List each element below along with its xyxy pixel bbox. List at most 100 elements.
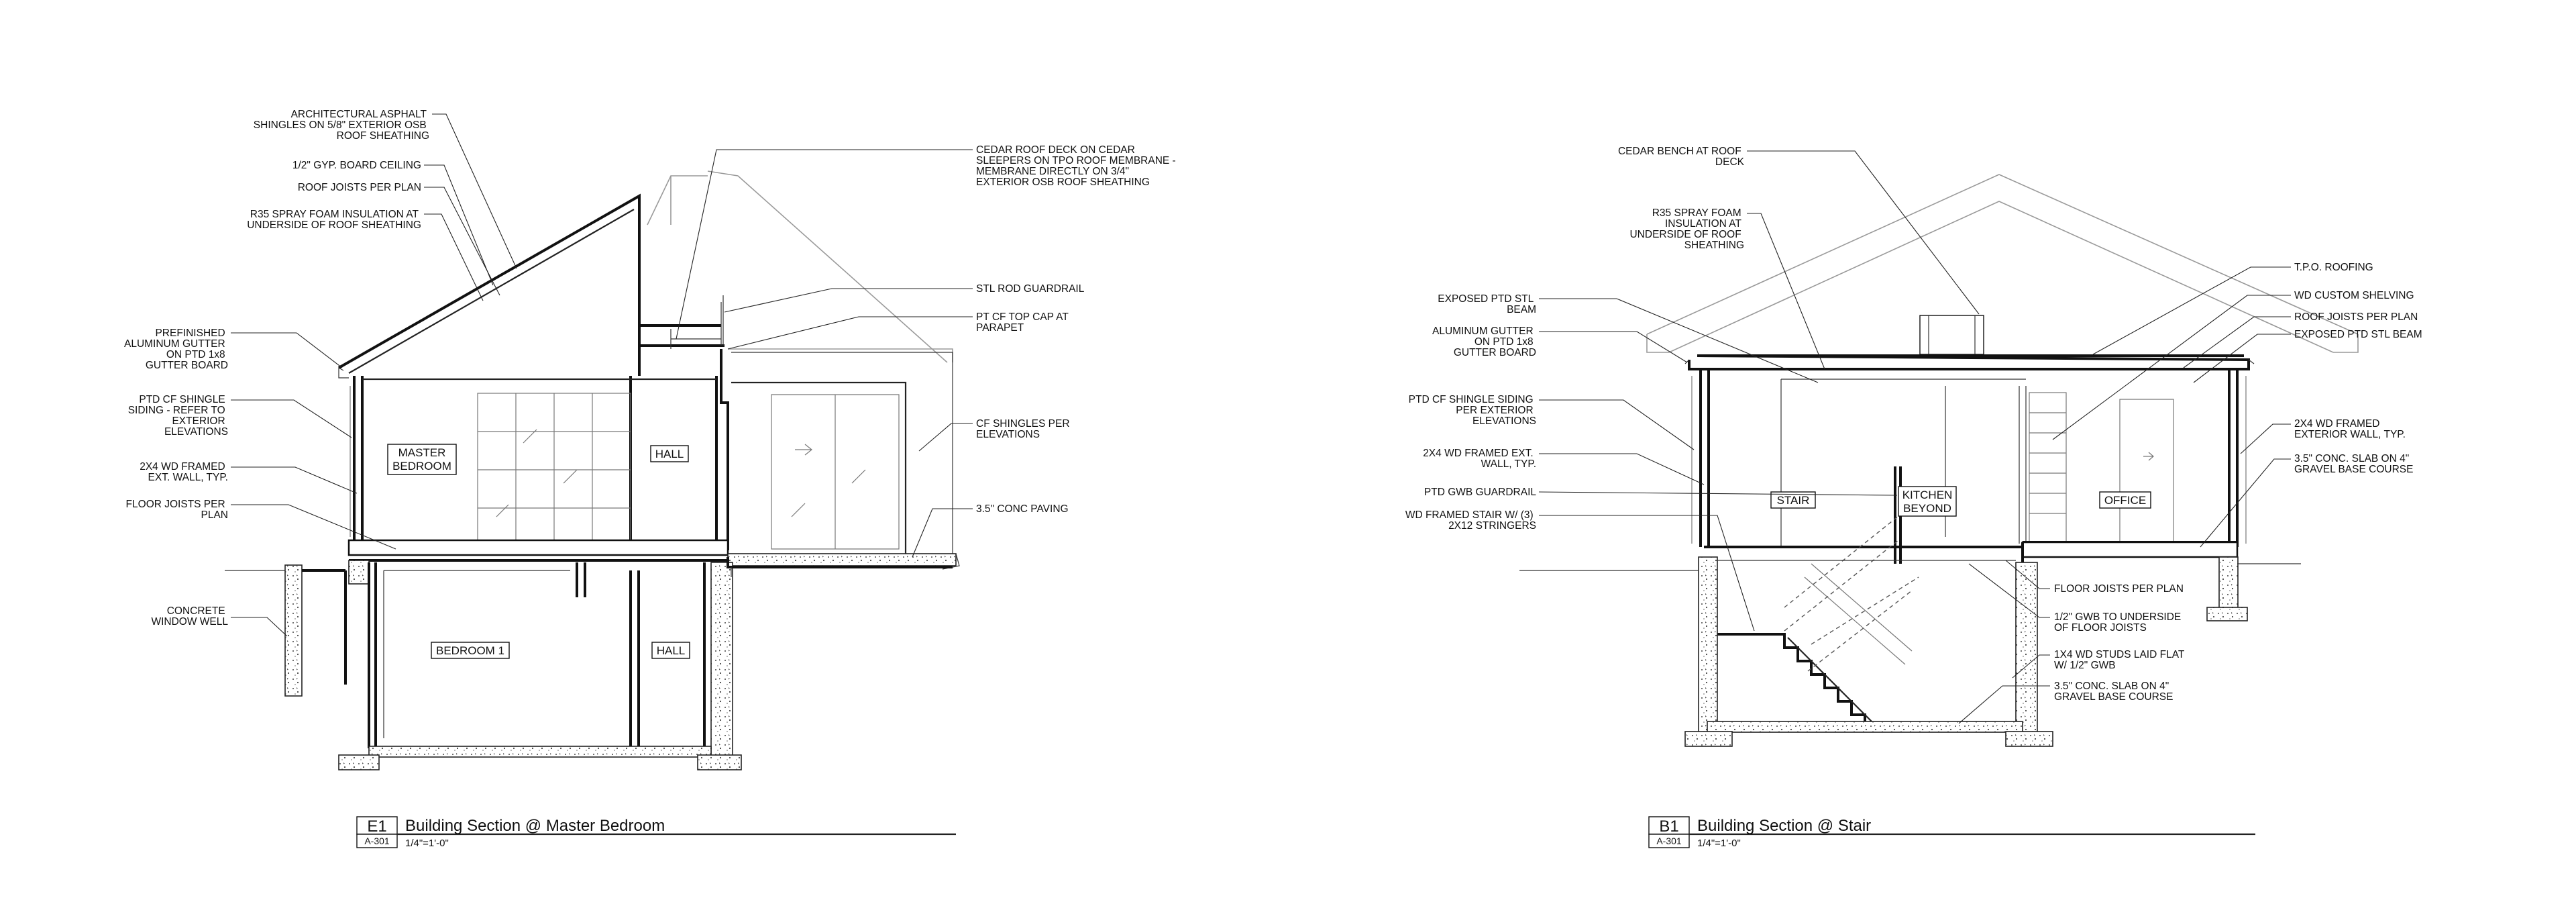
- ghost-gable-inner: [1668, 201, 2334, 353]
- leader-line: [1539, 453, 1705, 485]
- footing-right-b1: [2005, 731, 2053, 747]
- leader-line: [424, 164, 494, 286]
- guardrail-rods: [720, 295, 724, 346]
- leader-line: [1747, 213, 1825, 370]
- stair: [1714, 513, 1919, 722]
- shed-roof: [338, 193, 641, 376]
- room-label-hall-upper: HALL: [655, 448, 684, 460]
- note-2x4-ext-wall-e1: 2X4 WD FRAMED EXT. WALL, TYP.: [140, 461, 228, 483]
- office-footing: [2206, 607, 2248, 621]
- ghost-canopy-e1: [728, 348, 953, 362]
- ghost-gable-ends: [1646, 334, 2359, 353]
- footing-right-e1: [697, 754, 742, 770]
- note-gwb-guardrail: PTD GWB GUARDRAIL: [1424, 487, 1536, 498]
- leader-line: [2005, 560, 2050, 589]
- room-label-hall-lower: HALL: [657, 644, 686, 657]
- leader-line: [231, 399, 352, 438]
- note-conc-paving: 3.5" CONC PAVING: [976, 503, 1069, 515]
- note-roof-joists: ROOF JOISTS PER PLAN: [298, 182, 421, 193]
- drawing-scale-b1: 1/4"=1'-0": [1697, 838, 1741, 849]
- sheet-ref-box: [356, 834, 398, 848]
- sheet-ref-e1: A-301: [364, 836, 390, 846]
- right-foundation-wall-e1: [710, 562, 733, 758]
- notes-b1-right: T.P.O. ROOFING WD CUSTOM SHELVING ROOF J…: [1958, 262, 2422, 724]
- bedroom-inner: [383, 570, 570, 738]
- drawing-tag-box: [1648, 816, 1690, 835]
- bench-legs: [1928, 315, 1976, 354]
- note-roof-joists-b1: ROOF JOISTS PER PLAN: [2294, 311, 2418, 323]
- floor-joists-b1: [2021, 541, 2239, 558]
- leader-line: [231, 466, 358, 494]
- leader-line: [676, 149, 973, 340]
- patio-wall-e1: [731, 352, 953, 554]
- room-label-bedroom-1: BEDROOM 1: [436, 644, 504, 657]
- note-exposed-beam-right: EXPOSED PTD STL BEAM: [2294, 329, 2422, 340]
- drawing-tag-e1: E1: [367, 817, 386, 836]
- title-block-b1: B1 A-301 Building Section @ Stair 1/4"=1…: [1648, 816, 2255, 849]
- cedar-bench: [1919, 315, 1984, 355]
- leader-line: [1958, 685, 2050, 724]
- note-window-well: CONCRETE WINDOW WELL: [151, 605, 228, 628]
- left-foundation-b1: [1698, 556, 1718, 736]
- section-b1: [1519, 174, 2359, 747]
- gutter-b1: [1684, 359, 2255, 364]
- patio-grade: [727, 557, 953, 568]
- leader-line: [2092, 266, 2291, 355]
- sheet-ref-box: [1648, 834, 1690, 848]
- leader-line: [727, 316, 973, 350]
- leader-line: [2183, 316, 2291, 368]
- leader-line: [231, 332, 343, 368]
- leader-line: [918, 423, 973, 452]
- interior-walls-lower: [576, 562, 640, 748]
- footing-left-b1: [1684, 731, 1733, 747]
- slab-lower-e1: [368, 746, 712, 758]
- deck-bench: [670, 329, 721, 349]
- roof-underside: [348, 209, 635, 374]
- note-slab-lower-b1: 3.5" CONC. SLAB ON 4" GRAVEL BASE COURSE: [2054, 681, 2173, 703]
- note-1x4-studs: 1X4 WD STUDS LAID FLAT W/ 1/2" GWB: [2054, 649, 2187, 671]
- leader-line: [1747, 150, 1980, 315]
- note-slab-upper-b1: 3.5" CONC. SLAB ON 4" GRAVEL BASE COURSE: [2294, 453, 2413, 475]
- window-well-wall: [284, 564, 303, 697]
- note-cf-shingle-siding: PTD CF SHINGLE SIDING - REFER TO EXTERIO…: [128, 394, 228, 438]
- drawing-scale-e1: 1/4"=1'-0": [405, 838, 449, 849]
- office-foundation: [2218, 556, 2239, 610]
- siding-b1: [1691, 376, 2247, 544]
- leader-line: [724, 288, 973, 313]
- drawing-tag-box: [356, 816, 398, 835]
- floor-joists-upper: [347, 539, 729, 556]
- leader-line: [1539, 399, 1695, 450]
- right-ext-wall-b1: [2228, 369, 2239, 547]
- drawing-title-b1: Building Section @ Stair: [1697, 817, 1871, 835]
- notes-e1-right: CEDAR ROOF DECK ON CEDAR SLEEPERS ON TPO…: [676, 144, 1179, 558]
- leader-line: [2240, 423, 2291, 454]
- leader-line: [1968, 563, 2050, 618]
- leader-line: [1539, 298, 1819, 383]
- flat-roof: [1688, 354, 2250, 370]
- roof-deck: [639, 324, 724, 347]
- leader-line: [2200, 458, 2291, 548]
- conc-paving: [727, 553, 957, 566]
- note-2x4-b1-right: 2X4 WD FRAMED EXTERIOR WALL, TYP.: [2294, 418, 2406, 440]
- note-cedar-bench: CEDAR BENCH AT ROOF DECK: [1618, 146, 1745, 168]
- note-gyp-ceiling: 1/2" GYP. BOARD CEILING: [292, 160, 421, 171]
- leader-line: [231, 504, 396, 550]
- section-e1: [225, 170, 960, 770]
- parapet-wall: [720, 349, 729, 550]
- room-tag-box: [431, 642, 510, 659]
- slider-door: [771, 394, 900, 550]
- room-tag-box: [1898, 486, 1957, 517]
- leader-line: [424, 187, 500, 296]
- ghost-gable-outer: [1646, 174, 2359, 335]
- note-r35-b1: R35 SPRAY FOAM INSULATION AT UNDERSIDE O…: [1629, 207, 1744, 251]
- left-wall-glazing: [350, 386, 356, 537]
- note-r35-insulation: R35 SPRAY FOAM INSULATION AT UNDERSIDE O…: [247, 209, 421, 231]
- slab-lower-b1: [1707, 721, 2023, 733]
- note-custom-shelving: WD CUSTOM SHELVING: [2294, 290, 2414, 301]
- drawing-title-e1: Building Section @ Master Bedroom: [405, 817, 665, 835]
- leader-line: [1539, 331, 1688, 363]
- note-cedar-roof-deck: CEDAR ROOF DECK ON CEDAR SLEEPERS ON TPO…: [976, 144, 1179, 188]
- door-arrow: [2143, 452, 2154, 461]
- note-pt-cf-top-cap: PT CF TOP CAP AT PARAPET: [976, 311, 1071, 334]
- note-floor-joists-e1: FLOOR JOISTS PER PLAN: [126, 499, 228, 521]
